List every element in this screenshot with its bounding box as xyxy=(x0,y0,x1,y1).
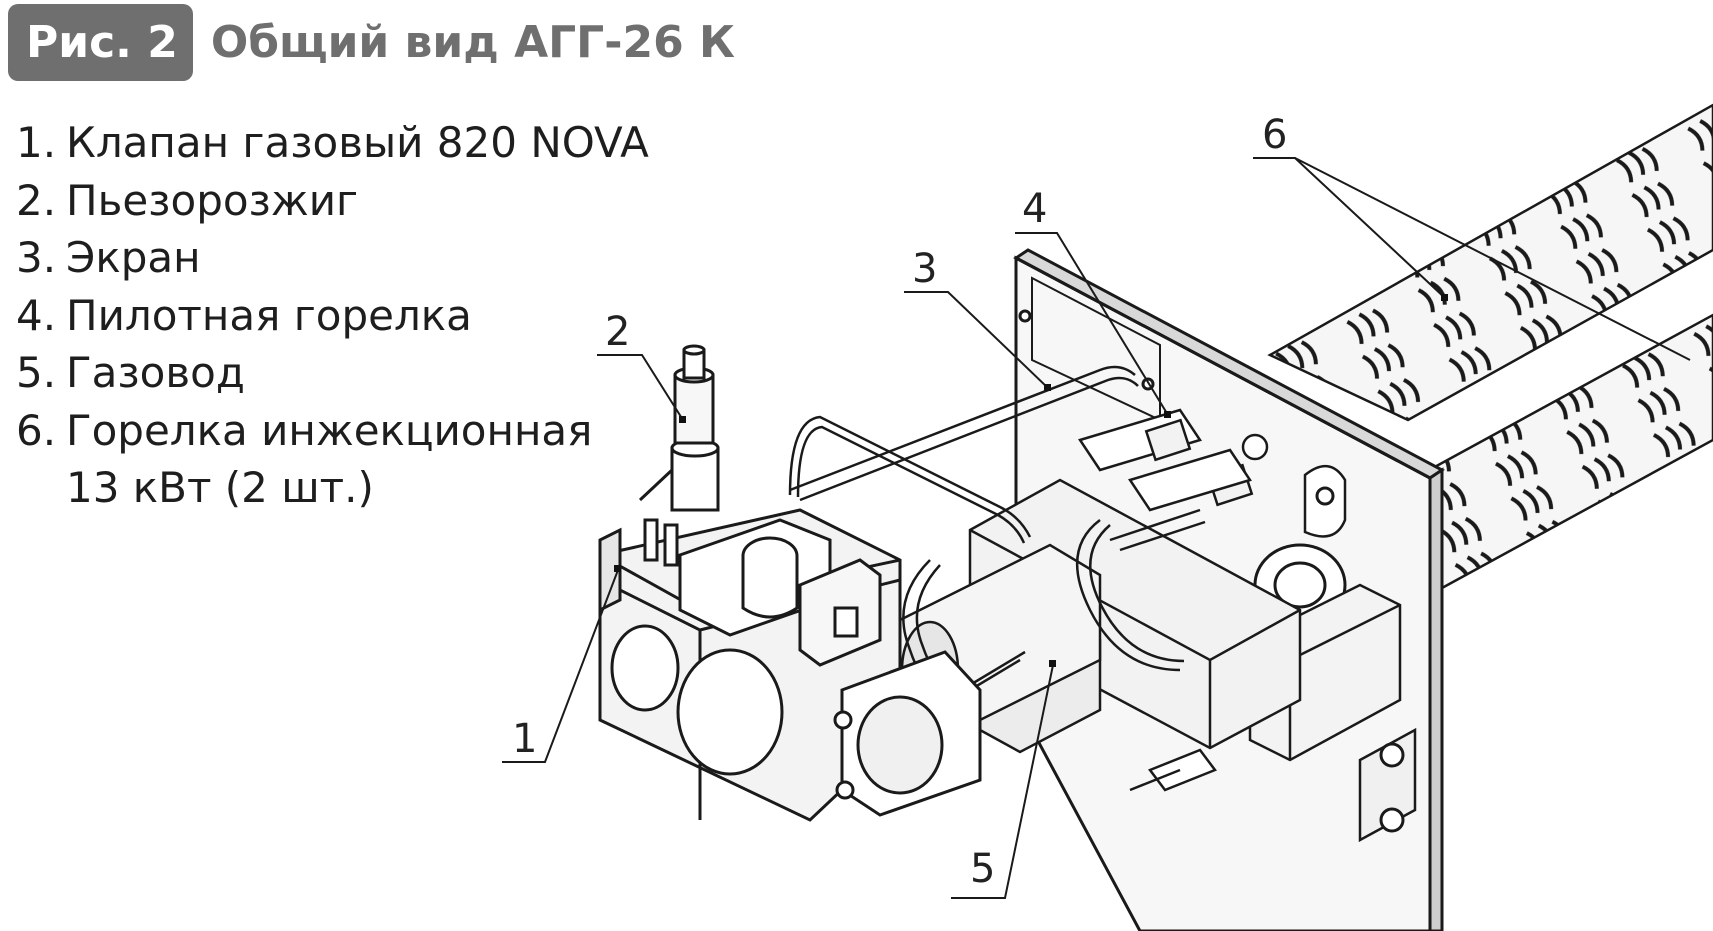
legend-item-number: 5. xyxy=(16,348,57,397)
injection-burner-tubes xyxy=(1267,103,1713,603)
callout-number-3: 3 xyxy=(912,246,937,292)
callout-number-6: 6 xyxy=(1262,112,1287,158)
legend-item: 3.Экран xyxy=(16,229,649,287)
legend-item: 1.Клапан газовый 820 NOVA xyxy=(16,114,649,172)
figure-label-badge: Рис. 2 xyxy=(8,4,193,81)
gas-valve-820-nova xyxy=(598,508,982,822)
legend-item-text: Экран xyxy=(66,233,201,282)
valve-cap-small xyxy=(610,624,680,712)
legend-item-text: Горелка инжекционная xyxy=(66,405,593,455)
legend-item-text: Пьезорозжиг xyxy=(66,175,359,225)
parts-legend: 1.Клапан газовый 820 NOVA 2.Пьезорозжиг … xyxy=(16,114,649,517)
legend-item-number: 1. xyxy=(16,118,57,167)
legend-item: 5.Газовод xyxy=(16,344,649,402)
legend-item-number: 3. xyxy=(16,233,57,282)
legend-item-number: 4. xyxy=(16,290,57,340)
legend-item-text: Газовод xyxy=(66,348,245,397)
callout-number-5: 5 xyxy=(970,846,995,892)
legend-item: 6.Горелка инжекционная xyxy=(16,402,649,460)
valve-cap-large xyxy=(676,648,784,776)
legend-item-continuation: 13 кВт (2 шт.) xyxy=(66,463,374,512)
legend-item: 4.Пилотная горелка xyxy=(16,287,649,345)
legend-item-text: Пилотная горелка xyxy=(66,290,472,340)
callout-number-4: 4 xyxy=(1022,186,1047,232)
legend-item-number: 6. xyxy=(16,405,57,455)
pilot-burner xyxy=(1078,408,1269,792)
figure-title: Общий вид АГГ-26 К xyxy=(210,17,735,68)
figure-header: Рис. 2 Общий вид АГГ-26 К xyxy=(8,4,735,81)
callout-number-1: 1 xyxy=(512,716,537,762)
legend-item-text: Клапан газовый 820 NOVA xyxy=(66,118,649,167)
legend-item: 2.Пьезорозжиг xyxy=(16,172,649,230)
callout-leaders xyxy=(502,157,1691,899)
screen-plate xyxy=(1013,248,1445,931)
callout-number-2: 2 xyxy=(605,309,630,355)
legend-item-number: 2. xyxy=(16,175,57,225)
